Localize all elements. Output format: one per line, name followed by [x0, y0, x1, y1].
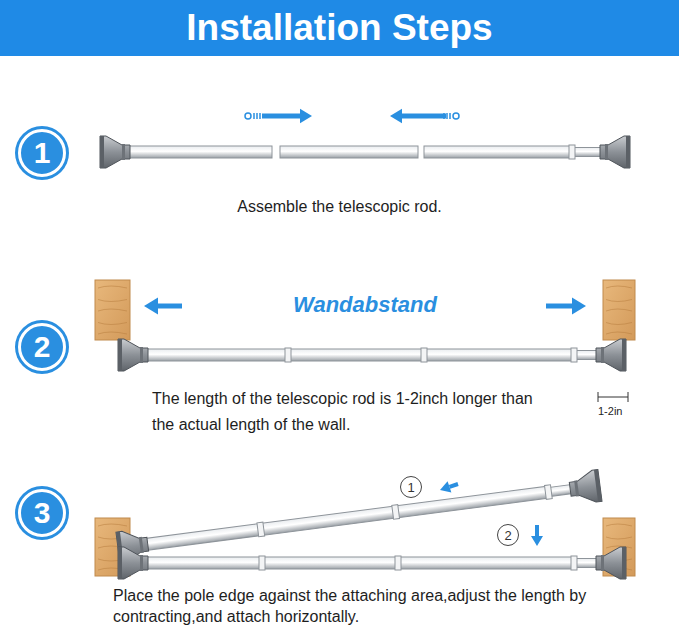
number-text: 3: [34, 498, 51, 528]
wall-block: [603, 280, 635, 340]
direction-arrow: [546, 298, 586, 315]
rod-tube: [424, 146, 572, 158]
dimension-label: 1-2in: [598, 404, 638, 418]
direction-arrow: [262, 109, 312, 123]
number-text: 2: [34, 332, 51, 362]
rod-tube: [145, 486, 551, 550]
step-number: 1: [18, 129, 66, 177]
step-caption: The length of the telescopic rod is 1-2i…: [152, 386, 557, 438]
rod-joint: [259, 556, 265, 570]
header-bar: [0, 0, 679, 56]
rod-joint: [257, 522, 265, 537]
rod-tube: [280, 146, 418, 158]
rod-joint: [545, 485, 553, 500]
direction-arrow: [531, 525, 543, 546]
number-text: 2: [504, 529, 511, 542]
rod-joint: [571, 348, 577, 362]
step-caption: Place the pole edge against the attachin…: [113, 585, 603, 627]
arrow-tail: [444, 113, 459, 119]
direction-arrow: [144, 298, 182, 315]
telescopic-rod: [118, 547, 626, 579]
rod-joint: [421, 348, 427, 362]
heading-label: Wandabstand: [200, 292, 530, 318]
end-cap: [118, 547, 148, 579]
number-text: 1: [34, 138, 51, 168]
rod-joint: [571, 556, 577, 570]
rod-parts: [100, 136, 630, 168]
wall-block: [95, 280, 130, 340]
step-number: 3: [18, 489, 66, 537]
rod-joint: [392, 505, 400, 520]
callout-number: 2: [497, 524, 519, 546]
tilted-rod: [116, 470, 602, 564]
direction-arrow: [440, 481, 458, 492]
rod-tube: [128, 146, 272, 158]
end-cap: [600, 136, 630, 168]
end-cap: [118, 339, 148, 371]
number-text: 1: [407, 481, 414, 494]
rod-tube: [146, 557, 576, 569]
rod-tube: [146, 349, 576, 361]
end-cap: [596, 339, 626, 371]
arrow-tail: [245, 113, 260, 119]
step-number: 2: [18, 323, 66, 371]
direction-arrow: [390, 109, 446, 123]
end-cap: [568, 470, 602, 506]
step-caption: Assemble the telescopic rod.: [0, 197, 679, 217]
dimension-mark: [598, 392, 628, 402]
callout-number: 1: [400, 476, 422, 498]
header-title: Installation Steps: [0, 6, 679, 50]
telescopic-rod: [118, 339, 626, 371]
rod-joint: [395, 556, 401, 570]
telescopic-rod: [116, 470, 602, 564]
rod-joint: [569, 145, 575, 159]
end-cap: [100, 136, 130, 168]
end-cap: [596, 547, 626, 579]
rod-joint: [285, 348, 291, 362]
